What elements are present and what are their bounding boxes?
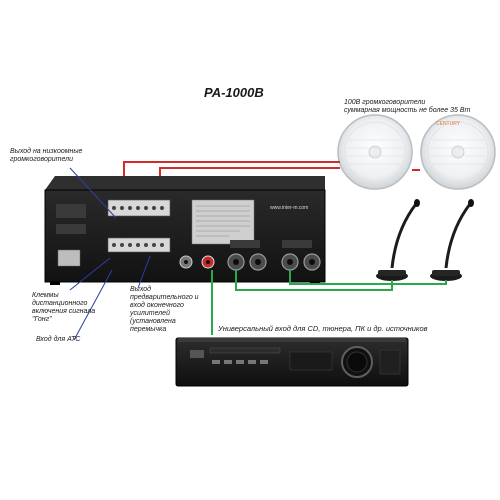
diagram-title: PA-1000B	[204, 85, 264, 100]
low-impedance-label: Выход на низкоомные громкоговорители	[10, 148, 110, 164]
signal-wires	[211, 270, 447, 335]
preamp-output-line2: предварительного и	[130, 294, 199, 302]
preamp-output-line1: Выход	[130, 286, 152, 293]
ceiling-speaker-left	[337, 114, 413, 190]
remote-terminals-line2: дистанционного	[32, 300, 88, 308]
preamp-output-line4: усилителей	[130, 310, 170, 318]
remote-terminals-line1: Клеммы	[32, 292, 59, 299]
microphone-left	[376, 199, 420, 281]
ceiling-speaker-right	[420, 114, 496, 190]
pointer-lines	[69, 167, 151, 341]
atc-input-label: Вход для АТС	[36, 336, 81, 343]
speakers-note: 100В громкоговорители суммарная мощность…	[344, 99, 494, 115]
cd-player	[175, 337, 409, 387]
amplifier-pa1000b	[44, 176, 326, 285]
remote-terminals-line3: включения сигнала	[32, 308, 96, 316]
low-impedance-line1: Выход на низкоомные	[10, 148, 83, 155]
preamp-output-line3: вход оконечного	[130, 302, 184, 310]
low-impedance-line2: громкоговорители	[10, 156, 74, 164]
speakers-note-line1: 100В громкоговорители	[344, 99, 426, 106]
remote-terminals-label: Клеммы дистанционного включения сигнала …	[32, 292, 117, 324]
preamp-output-line6: перемычка	[130, 326, 167, 334]
speaker-brand-text: CENTURY	[436, 121, 461, 127]
preamp-output-label: Выход предварительного и вход оконечного…	[130, 286, 220, 334]
amplifier-brand-text: www.inter-m.com	[270, 205, 309, 211]
universal-input-label: Универсальный вход для CD, тюнера, ПК и …	[218, 324, 428, 333]
remote-terminals-line4: "Гонг"	[32, 316, 52, 324]
microphone-right	[430, 199, 474, 281]
preamp-output-line5: (установлена	[130, 318, 176, 326]
speakers-note-line2: суммарная мощность не более 35 Вт	[344, 107, 471, 115]
